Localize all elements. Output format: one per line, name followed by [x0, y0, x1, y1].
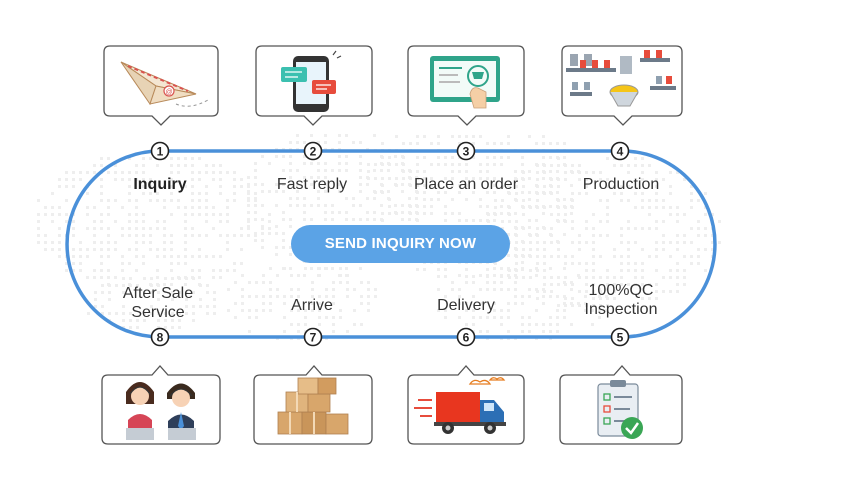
svg-text:@: @: [165, 89, 172, 96]
step-marker-2: 2: [303, 141, 323, 161]
boxes-icon: [277, 377, 349, 435]
bubble-place-order: [407, 45, 525, 126]
customer-service-icon: [126, 382, 196, 440]
checklist-icon: [597, 380, 643, 439]
step-label-after-sale: After Sale Service: [83, 284, 233, 322]
step-number-5: 5: [617, 331, 624, 345]
step-number-markers: 1 2 3 4 5 6 7 8: [150, 141, 630, 347]
bubble-qc-inspection: [559, 365, 683, 445]
bubble-production: [561, 45, 683, 126]
step-marker-8: 8: [150, 327, 170, 347]
step-number-1: 1: [157, 145, 164, 159]
online-cart-icon: [430, 56, 500, 109]
step-label-after-sale-text: After Sale Service: [122, 285, 194, 321]
step-number-3: 3: [463, 145, 470, 159]
step-label-fast-reply: Fast reply: [276, 176, 348, 193]
step-number-8: 8: [157, 331, 164, 345]
bubble-arrive: [253, 365, 373, 445]
step-label-place-order: Place an order: [413, 176, 519, 193]
step-label-production: Production: [582, 176, 660, 193]
step-number-6: 6: [463, 331, 470, 345]
step-label-qc-inspection: 100%QC Inspection: [546, 281, 696, 319]
phone-chat-icon: [281, 50, 342, 112]
step-marker-7: 7: [303, 327, 323, 347]
step-number-4: 4: [617, 145, 624, 159]
bubble-after-sale: [101, 365, 221, 445]
step-label-delivery: Delivery: [437, 297, 495, 314]
step-marker-6: 6: [456, 327, 476, 347]
paper-plane-email-icon: @: [120, 61, 209, 107]
bubble-inquiry: @: [103, 45, 219, 126]
bubble-fast-reply: [255, 45, 373, 126]
bubble-delivery: [407, 365, 525, 445]
step-marker-1: 1: [150, 141, 170, 161]
send-inquiry-button[interactable]: SEND INQUIRY NOW: [291, 225, 510, 263]
factory-production-icon: [566, 50, 676, 107]
step-number-2: 2: [310, 145, 317, 159]
step-label-inquiry: Inquiry: [133, 176, 187, 193]
step-marker-5: 5: [610, 327, 630, 347]
step-marker-4: 4: [610, 141, 630, 161]
step-number-7: 7: [310, 331, 317, 345]
step-marker-3: 3: [456, 141, 476, 161]
step-label-qc-text: 100%QC Inspection: [584, 282, 658, 318]
delivery-truck-icon: [414, 377, 506, 434]
step-label-arrive: Arrive: [291, 297, 333, 314]
